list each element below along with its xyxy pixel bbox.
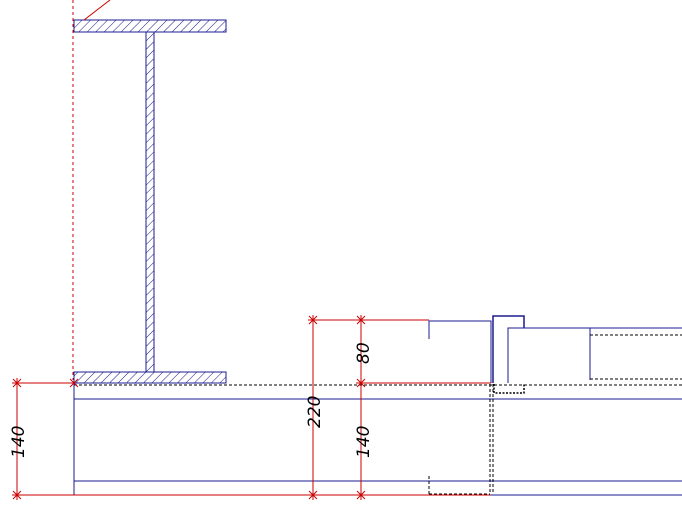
flashing-profile (428, 320, 492, 383)
dim-label-140-right: 140 (354, 426, 374, 458)
dimension-220: 220 (305, 315, 429, 500)
dim-tick-bottom (356, 490, 366, 500)
i-beam-web (145, 31, 155, 373)
reference-line-diagonal (83, 0, 111, 21)
channel-profile (492, 315, 525, 383)
i-beam-section (73, 19, 227, 384)
dimension-140-left: 140 (9, 378, 79, 500)
dim-tick-top (12, 378, 22, 388)
dimension-chain-right: 80 140 (74, 315, 491, 500)
dim-tick-top (356, 315, 366, 325)
hidden-bracket (493, 384, 525, 394)
dim-label-220: 220 (305, 396, 325, 428)
dim-tick-corner (69, 378, 79, 388)
dim-tick-top (308, 315, 318, 325)
i-beam-top-flange (73, 19, 227, 33)
floor-slab (73, 383, 682, 496)
dim-label-80: 80 (354, 342, 374, 364)
frame-profiles (428, 315, 682, 495)
dim-tick-bottom (12, 490, 22, 500)
i-beam-bottom-flange (73, 371, 227, 384)
dim-label-140-left: 140 (9, 426, 29, 458)
panel-edge (507, 327, 682, 383)
dim-tick-mid (356, 378, 366, 388)
